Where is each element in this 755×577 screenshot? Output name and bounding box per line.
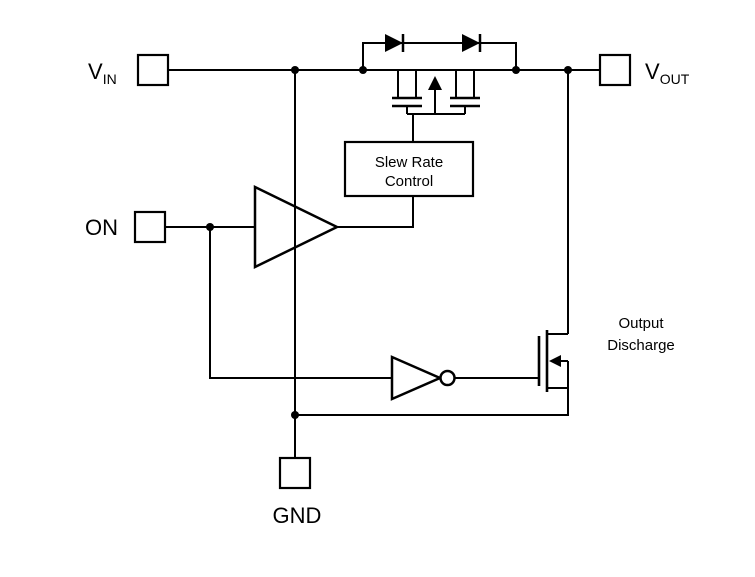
gnd-pin-box <box>278 456 312 490</box>
pass-fet-right-terminals <box>455 70 475 98</box>
on-pin-box <box>133 210 167 244</box>
wire-body-diode-loop <box>362 42 517 70</box>
output-discharge-label-line2: Discharge <box>607 337 675 354</box>
vout-label-subscript: OUT <box>660 71 690 87</box>
junction-dot <box>206 223 214 231</box>
pass-fet-body-arrow-head <box>428 76 442 90</box>
junction-dots <box>206 66 572 419</box>
wire-bottom-rail <box>295 388 569 416</box>
inverter-triangle <box>390 355 444 401</box>
wire-driver-to-slew-block <box>337 196 414 228</box>
vout-label: VOUT <box>645 59 690 87</box>
vin-pin-box <box>136 53 170 87</box>
junction-dot <box>291 66 299 74</box>
vin-label: VIN <box>88 59 117 87</box>
slew-rate-control-label-line2: Control <box>385 173 433 190</box>
wires <box>165 42 600 458</box>
gnd-label: GND <box>273 503 322 528</box>
discharge-fet <box>537 330 569 392</box>
discharge-fet-body-arrow <box>549 355 561 367</box>
slew-rate-control-label-line1: Slew Rate <box>375 154 443 171</box>
vin-label-subscript: IN <box>103 71 117 87</box>
pass-fet-left-terminals <box>397 70 417 98</box>
vout-pin-box <box>598 53 632 87</box>
on-label: ON <box>85 215 118 240</box>
wire-on-branch-to-inverter <box>209 227 392 379</box>
left-body-diode-icon <box>385 34 403 52</box>
right-body-diode-icon <box>462 34 480 52</box>
inverter-bubble <box>439 369 456 387</box>
body-diodes <box>385 34 482 52</box>
vin-label-letter: V <box>88 59 103 84</box>
pass-fet-pair <box>392 70 480 115</box>
slew-rate-control-box <box>343 140 475 198</box>
vout-label-letter: V <box>645 59 660 84</box>
output-discharge-label-line1: Output <box>618 315 664 332</box>
junction-dot <box>291 411 299 419</box>
junction-dot <box>512 66 520 74</box>
junction-dot <box>359 66 367 74</box>
junction-dot <box>564 66 572 74</box>
